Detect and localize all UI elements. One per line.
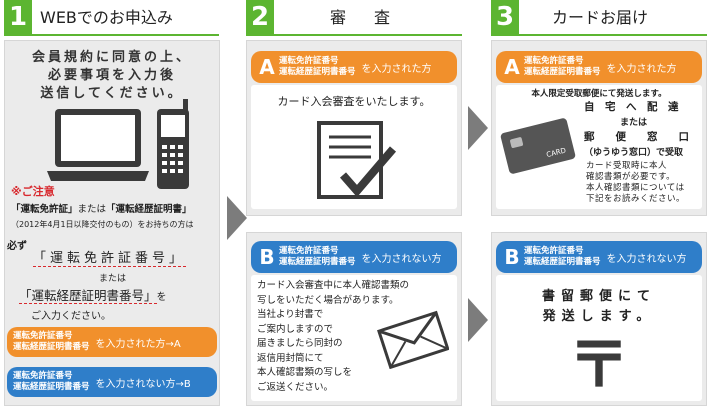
step-3a-pill: A 運転免許証番号 運転経歴証明書番号 を入力された方	[496, 51, 702, 83]
step-3a-panel: A 運転免許証番号 運転経歴証明書番号 を入力された方 本人限定受取郵便にて発送…	[491, 40, 707, 216]
step-2-title: 審 査	[330, 8, 397, 27]
or-label: または	[99, 274, 127, 284]
arrow-right-2a	[468, 106, 488, 150]
step-3a-line-4: 郵 便 窓 口	[584, 131, 689, 143]
step-3a-note: カード受取時に本人 確認書類が必要です。 本人確認書類については 下記をお読みく…	[586, 161, 686, 204]
step-2a-panel: A 運転免許証番号 運転経歴証明書番号 を入力された方 カード入会審査をいたしま…	[246, 40, 462, 216]
step-3b-text: 書留郵便にて 発送します。	[541, 289, 656, 324]
credit-card-icon: CARD	[499, 117, 577, 175]
step-2a-text: カード入会審査をいたします。	[277, 95, 431, 108]
envelope-icon	[377, 310, 449, 369]
cert-number-label: 「運転経歴証明書番号」を	[19, 288, 167, 304]
step-3a-line-2: 自 宅 へ 配 達	[584, 101, 679, 113]
step-2-rule	[246, 34, 462, 36]
step-3b-card: 書留郵便にて 発送します。 〒	[496, 275, 702, 401]
step-3b-pill: B 運転免許証番号 運転経歴証明書番号 を入力されない方	[496, 241, 702, 273]
step-2a-pill: A 運転免許証番号 運転経歴証明書番号 を入力された方	[251, 51, 457, 83]
pill-a-input: 運転免許証番号 運転経歴証明書番号 を入力された方→A	[7, 327, 217, 357]
step-1-intro: 会員規約に同意の上、 必要事項を入力後 送信してください。	[31, 50, 192, 101]
must-label: 必ず	[7, 241, 27, 252]
card-label: CARD	[545, 146, 567, 160]
step-2a-card: カード入会審査をいたします。	[251, 85, 457, 209]
step-3a-line-5: （ゆうゆう窓口）で受取	[584, 148, 684, 158]
step-3a-card: 本人限定受取郵便にて発送します。 自 宅 へ 配 達 または 郵 便 窓 口 （…	[496, 85, 702, 209]
step-1-number: 1	[4, 0, 32, 34]
step-3a-line-3: または	[620, 118, 648, 128]
card-chip	[509, 136, 524, 149]
step-2b-pill: B 運転免許証番号 運転経歴証明書番号 を入力されない方	[251, 241, 457, 273]
laptop-icon	[47, 109, 149, 181]
step-3-title: カードお届け	[552, 8, 649, 27]
mobile-phone-icon	[157, 99, 189, 189]
date-note: （2012年4月1日以降交付のもの）をお持ちの方は	[11, 220, 194, 229]
step-2b-card: カード入会審査中に本人確認書類の 写しをいただく場合があります。 当社より封書で…	[251, 275, 457, 401]
license-number-label: 「運転免許証番号」	[33, 251, 187, 267]
step-2-number: 2	[246, 0, 274, 34]
pill-b-input: 運転免許証番号 運転経歴証明書番号 を入力されない方→B	[7, 367, 217, 397]
step-2b-text: カード入会審査中に本人確認書類の 写しをいただく場合があります。 当社より封書で…	[257, 280, 410, 393]
step-3b-panel: B 運転免許証番号 運転経歴証明書番号 を入力されない方 書留郵便にて 発送しま…	[491, 232, 707, 406]
step-2b-panel: B 運転免許証番号 運転経歴証明書番号 を入力されない方 カード入会審査中に本人…	[246, 232, 462, 406]
step-1-rule	[4, 34, 219, 36]
arrow-right-1	[227, 196, 247, 240]
step-3a-line-1: 本人限定受取郵便にて発送します。	[531, 89, 667, 99]
license-types-line: 「運転免許証」または「運転経歴証明書」	[11, 204, 192, 215]
notice-title: ※ご注意	[11, 185, 55, 198]
please-input-label: ご入力ください。	[31, 311, 111, 322]
step-3-number: 3	[491, 0, 519, 34]
step-3-rule	[491, 34, 707, 36]
post-mark-icon: 〒	[567, 328, 630, 401]
step-1-title: WEBでのお申込み	[40, 8, 173, 27]
document-check-icon	[317, 121, 397, 199]
arrow-right-2b	[468, 298, 488, 342]
step-1-panel: 会員規約に同意の上、 必要事項を入力後 送信してください。 ※ご注意 「運転免許…	[4, 40, 220, 406]
